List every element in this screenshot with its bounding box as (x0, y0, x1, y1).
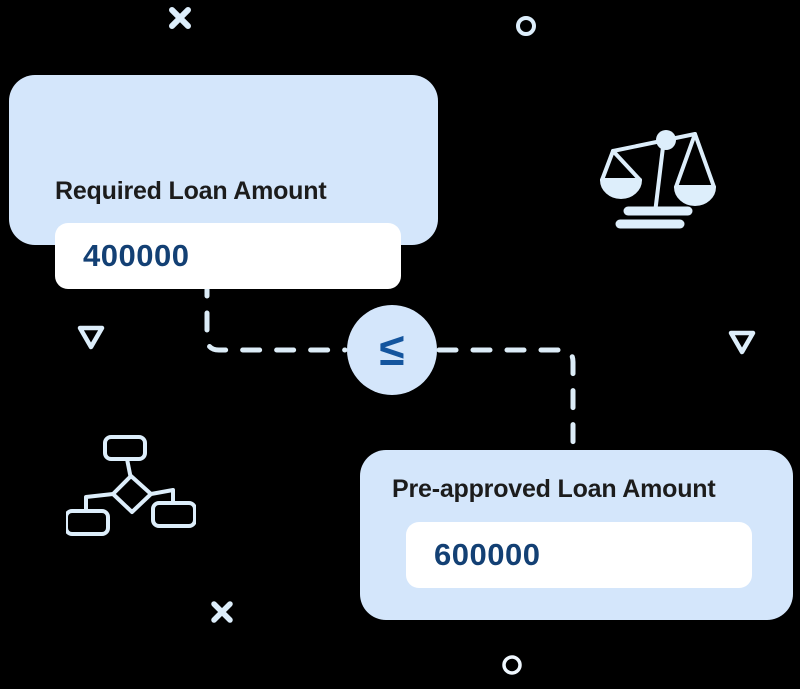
required-loan-amount-value: 400000 (83, 238, 190, 273)
connector-operator-to-preapproved (436, 347, 576, 455)
card-required-loan-amount-title: Required Loan Amount (55, 177, 327, 205)
cross-marker-bottom-left (211, 601, 233, 623)
required-loan-amount-input[interactable]: 400000 (55, 223, 401, 289)
cross-marker-top-left (169, 7, 191, 29)
triangle-marker-right (728, 330, 756, 355)
card-pre-approved-loan-amount-title: Pre-approved Loan Amount (392, 475, 716, 503)
pre-approved-loan-amount-value: 600000 (434, 537, 541, 572)
balance-scales-icon (600, 130, 716, 229)
less-than-or-equal-icon: ≤ (379, 323, 405, 375)
comparison-operator-badge: ≤ (347, 305, 437, 395)
card-required-loan-amount: Required Loan Amount 400000 (9, 75, 438, 289)
flowchart-hierarchy-icon (66, 435, 196, 536)
ring-marker-bottom (502, 655, 522, 675)
pre-approved-loan-amount-input[interactable]: 600000 (406, 522, 752, 588)
card-pre-approved-loan-amount: Pre-approved Loan Amount 600000 (360, 450, 793, 620)
ring-marker-top-right (516, 16, 536, 36)
triangle-marker-left (77, 325, 105, 350)
